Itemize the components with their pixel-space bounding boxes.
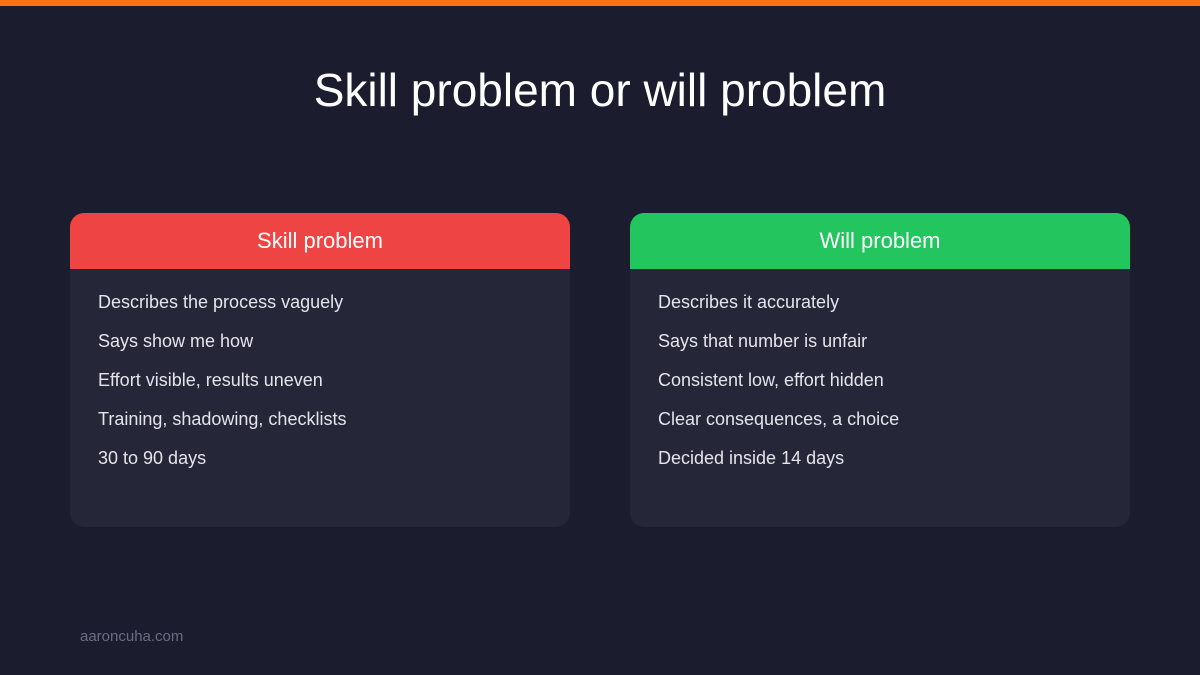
will-problem-card: Will problem Describes it accurately Say… xyxy=(630,213,1130,527)
list-item: Consistent low, effort hidden xyxy=(658,370,884,390)
list-item: Describes it accurately xyxy=(658,292,840,312)
list-item: Says show me how xyxy=(98,331,254,351)
list-item: 30 to 90 days xyxy=(98,448,207,468)
list-item: Says that number is unfair xyxy=(658,331,868,351)
accent-bar xyxy=(0,0,1200,6)
slide-title: Skill problem or will problem xyxy=(313,63,887,116)
list-item: Clear consequences, a choice xyxy=(658,409,900,429)
footer-url: aaroncuha.com xyxy=(80,628,184,645)
list-item: Effort visible, results uneven xyxy=(98,370,323,390)
will-problem-list: Describes it accurately Says that number… xyxy=(630,269,1130,472)
list-item: Decided inside 14 days xyxy=(658,448,845,468)
skill-problem-header: Skill problem xyxy=(70,213,570,269)
skill-problem-card: Skill problem Describes the process vagu… xyxy=(70,213,570,527)
will-problem-header: Will problem xyxy=(630,213,1130,269)
list-item: Training, shadowing, checklists xyxy=(98,409,347,429)
skill-problem-list: Describes the process vaguely Says show … xyxy=(70,269,570,472)
list-item: Describes the process vaguely xyxy=(98,292,344,312)
